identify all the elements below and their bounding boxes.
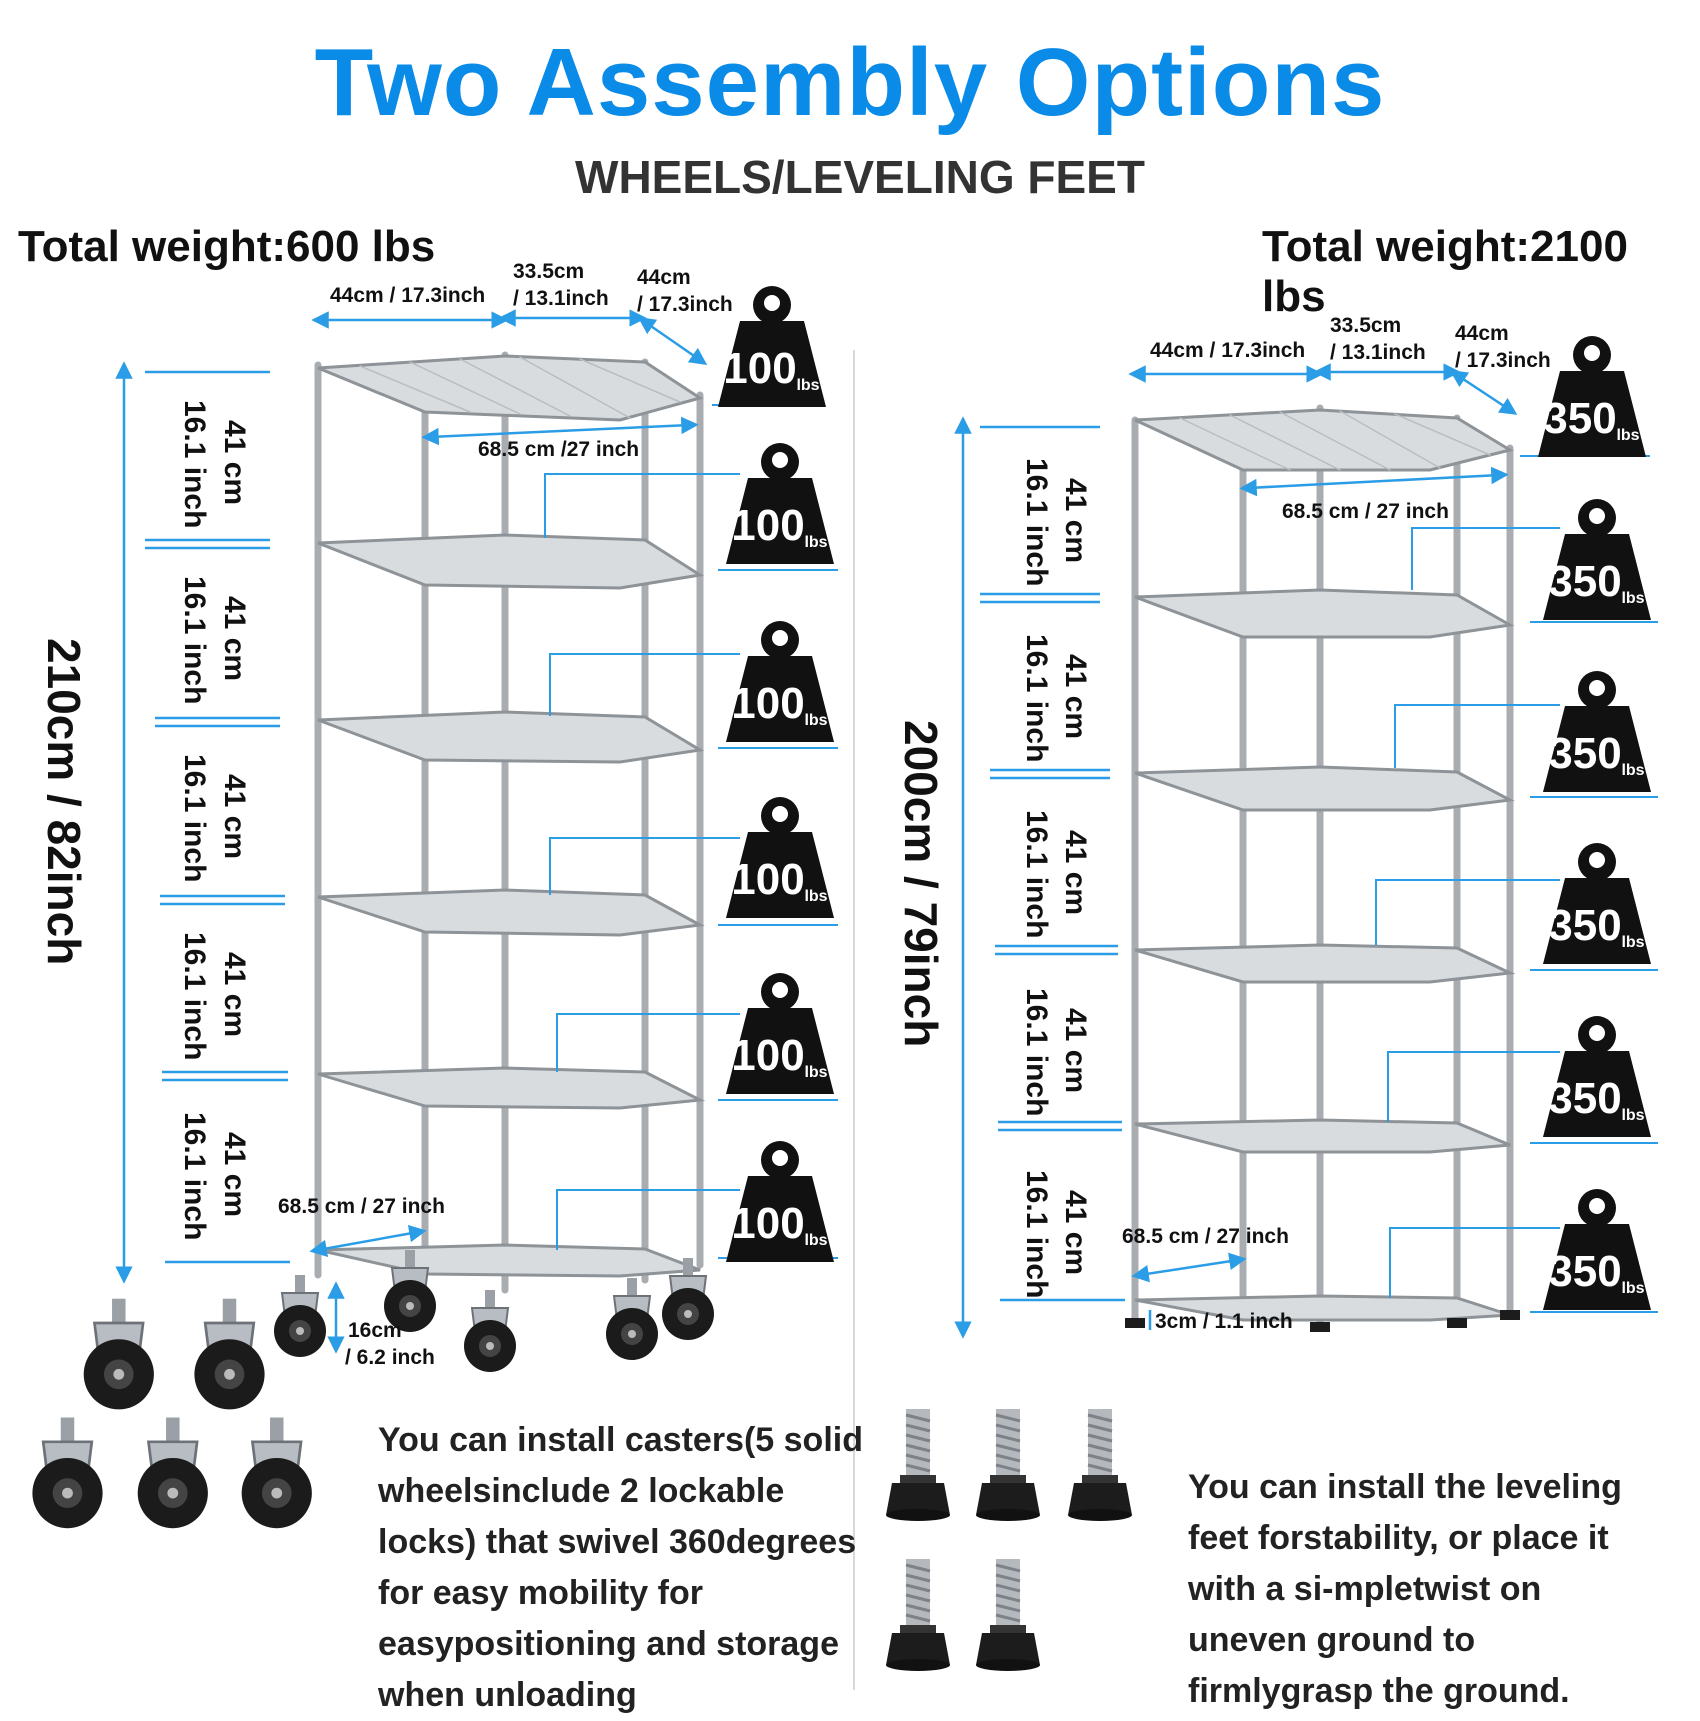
svg-text:33.5cm: 33.5cm: [513, 260, 584, 283]
svg-text:lbs: lbs: [796, 377, 819, 394]
caster-description: You can install casters(5 solid wheelsin…: [378, 1421, 863, 1714]
leveling-feet-set: [884, 1407, 1134, 1673]
caster-wheels-set: [31, 1297, 314, 1530]
page-subtitle: WHEELS/LEVELING FEET: [575, 151, 1145, 203]
svg-text:lbs: lbs: [804, 1232, 827, 1249]
svg-text:41 cm: 41 cm: [218, 1132, 251, 1217]
weight-value: 100: [731, 1031, 804, 1080]
svg-text:41 cm: 41 cm: [1059, 478, 1092, 563]
svg-text:16.1 inch: 16.1 inch: [178, 1112, 211, 1240]
svg-text:41 cm: 41 cm: [218, 596, 251, 681]
svg-text:/ 17.3inch: / 17.3inch: [637, 293, 733, 316]
weight-value: 100: [723, 344, 796, 393]
leveling-feet-description: You can install the leveling feet forsta…: [1188, 1468, 1622, 1710]
left-dimension-labels: 44cm / 17.3inch 33.5cm / 13.1inch 44cm /…: [38, 260, 733, 1369]
svg-text:16.1 inch: 16.1 inch: [1020, 1170, 1053, 1298]
svg-text:41 cm: 41 cm: [218, 420, 251, 505]
svg-text:16.1 inch: 16.1 inch: [178, 576, 211, 704]
svg-text:41 cm: 41 cm: [1059, 654, 1092, 739]
left-total-weight: Total weight:600 lbs: [18, 222, 436, 271]
right-total-height: 200cm / 79inch: [895, 720, 947, 1047]
svg-text:lbs: lbs: [1616, 427, 1639, 444]
weight-value: 350: [1543, 394, 1616, 443]
svg-text:16.1 inch: 16.1 inch: [178, 400, 211, 528]
page-title: Two Assembly Options: [314, 29, 1386, 136]
svg-text:68.5 cm /27 inch: 68.5 cm /27 inch: [478, 438, 639, 461]
svg-text:16.1 inch: 16.1 inch: [178, 932, 211, 1060]
svg-text:lbs: lbs: [804, 534, 827, 551]
svg-text:16.1 inch: 16.1 inch: [1020, 988, 1053, 1116]
weight-value: 350: [1548, 557, 1621, 606]
svg-text:68.5 cm / 27 inch: 68.5 cm / 27 inch: [278, 1195, 445, 1218]
svg-text:68.5 cm / 27 inch: 68.5 cm / 27 inch: [1282, 500, 1449, 523]
svg-text:lbs: lbs: [1621, 1107, 1644, 1124]
svg-text:/ 13.1inch: / 13.1inch: [1330, 341, 1426, 364]
svg-text:lbs: lbs: [804, 888, 827, 905]
right-total-weight: Total weight:2100 lbs: [1262, 222, 1628, 321]
weight-value: 100: [731, 501, 804, 550]
svg-text:lbs: lbs: [1621, 1280, 1644, 1297]
svg-text:44cm: 44cm: [1455, 322, 1509, 345]
svg-text:lbs: lbs: [1621, 934, 1644, 951]
svg-text:/ 17.3inch: / 17.3inch: [1455, 349, 1551, 372]
svg-text:lbs: lbs: [1621, 590, 1644, 607]
svg-text:41 cm: 41 cm: [1059, 830, 1092, 915]
weight-value: 350: [1548, 729, 1621, 778]
right-width-label: 44cm / 17.3inch: [1150, 339, 1305, 362]
svg-text:16.1 inch: 16.1 inch: [1020, 634, 1053, 762]
weight-value: 100: [731, 1199, 804, 1248]
weight-value: 100: [731, 855, 804, 904]
svg-text:41 cm: 41 cm: [218, 774, 251, 859]
svg-text:3cm / 1.1 inch: 3cm / 1.1 inch: [1155, 1310, 1293, 1333]
svg-text:16cm: 16cm: [348, 1319, 402, 1342]
weight-value: 350: [1548, 1074, 1621, 1123]
left-width-label: 44cm / 17.3inch: [330, 284, 485, 307]
section-divider: [853, 350, 855, 1690]
weight-value: 350: [1548, 1247, 1621, 1296]
svg-text:16.1 inch: 16.1 inch: [178, 754, 211, 882]
svg-text:lbs: lbs: [804, 1064, 827, 1081]
svg-text:/ 6.2 inch: / 6.2 inch: [345, 1346, 435, 1369]
right-dimension-labels: 44cm / 17.3inch 33.5cm / 13.1inch 44cm /…: [895, 314, 1551, 1333]
svg-text:lbs: lbs: [804, 712, 827, 729]
svg-text:41 cm: 41 cm: [218, 952, 251, 1037]
left-total-height: 210cm / 82inch: [38, 638, 90, 965]
svg-text:44cm: 44cm: [637, 266, 691, 289]
svg-text:lbs: lbs: [1621, 762, 1644, 779]
svg-text:16.1 inch: 16.1 inch: [1020, 458, 1053, 586]
left-rack: [273, 351, 715, 1373]
svg-text:68.5 cm / 27 inch: 68.5 cm / 27 inch: [1122, 1225, 1289, 1248]
svg-text:/ 13.1inch: / 13.1inch: [513, 287, 609, 310]
weight-value: 100: [731, 679, 804, 728]
svg-text:16.1 inch: 16.1 inch: [1020, 810, 1053, 938]
right-rack: [1125, 404, 1520, 1332]
left-dimension-lines: [115, 309, 708, 1354]
svg-text:41 cm: 41 cm: [1059, 1190, 1092, 1275]
svg-text:41 cm: 41 cm: [1059, 1008, 1092, 1093]
weight-value: 350: [1548, 901, 1621, 950]
svg-text:33.5cm: 33.5cm: [1330, 314, 1401, 337]
right-dimension-lines: [954, 363, 1518, 1339]
